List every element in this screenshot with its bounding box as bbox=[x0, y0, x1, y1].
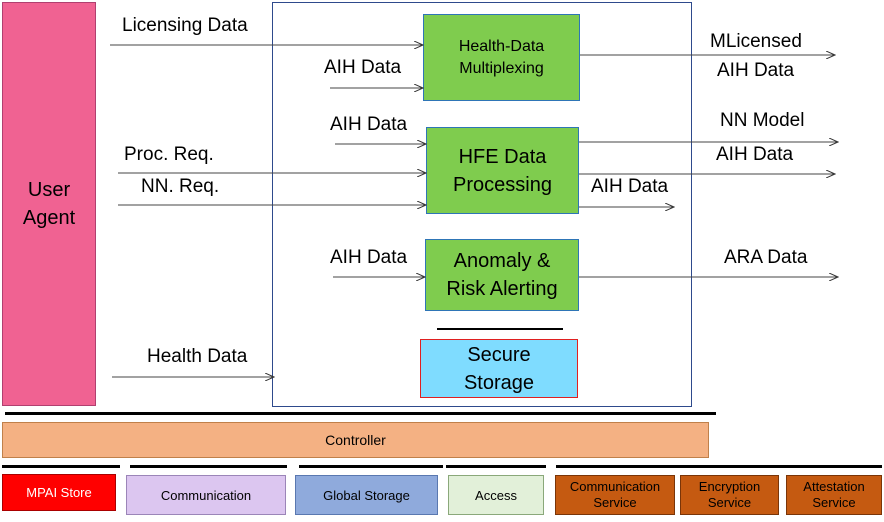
communication-box: Communication bbox=[126, 475, 286, 515]
hfe-data-processing-module: HFE Data Processing bbox=[426, 127, 579, 214]
infra-rule-3 bbox=[299, 465, 443, 468]
infra-rule-5 bbox=[556, 465, 882, 468]
secure-storage-divider bbox=[437, 328, 563, 330]
communication-service-label: Communication Service bbox=[569, 479, 661, 510]
hfe-data-processing-label: HFE Data Processing bbox=[453, 145, 552, 196]
global-storage-box: Global Storage bbox=[295, 475, 438, 515]
nn-model-label: NN Model bbox=[720, 110, 805, 131]
controller-top-rule bbox=[5, 412, 716, 415]
controller-label: Controller bbox=[325, 432, 386, 448]
ara-data-label: ARA Data bbox=[724, 247, 808, 268]
mlicensed-label: MLicensed bbox=[710, 31, 802, 52]
user-agent-block: User Agent bbox=[2, 2, 96, 406]
global-storage-label: Global Storage bbox=[323, 487, 410, 503]
mpai-store-box: MPAI Store bbox=[2, 474, 116, 511]
aih-data-hfe-in-label: AIH Data bbox=[330, 114, 408, 135]
encryption-service-box: Encryption Service bbox=[680, 475, 779, 515]
infra-rule-2 bbox=[130, 465, 287, 468]
health-data-multiplexing-module: Health-Data Multiplexing bbox=[423, 14, 580, 101]
aih-data-hfe-out-label: AIH Data bbox=[716, 144, 794, 165]
health-data-multiplexing-label: Health-Data Multiplexing bbox=[458, 37, 545, 77]
secure-storage-module: Secure Storage bbox=[420, 339, 578, 398]
anomaly-risk-alerting-module: Anomaly & Risk Alerting bbox=[425, 239, 579, 311]
aih-data-mux-in-label: AIH Data bbox=[324, 57, 402, 78]
attestation-service-box: Attestation Service bbox=[786, 475, 882, 515]
attestation-service-label: Attestation Service bbox=[803, 479, 865, 510]
proc-req-label: Proc. Req. bbox=[124, 144, 214, 165]
access-label: Access bbox=[475, 487, 517, 503]
secure-storage-label: Secure Storage bbox=[463, 343, 535, 394]
controller-bar: Controller bbox=[2, 422, 709, 458]
encryption-service-label: Encryption Service bbox=[698, 479, 761, 510]
access-box: Access bbox=[448, 475, 544, 515]
communication-label: Communication bbox=[160, 487, 252, 503]
infra-rule-1 bbox=[2, 465, 120, 468]
infra-rule-4 bbox=[446, 465, 546, 468]
aih-data-mux-out-label: AIH Data bbox=[717, 60, 795, 81]
licensing-data-label: Licensing Data bbox=[122, 15, 248, 36]
health-data-label: Health Data bbox=[147, 346, 248, 367]
user-agent-label: User Agent bbox=[22, 179, 76, 229]
anomaly-risk-alerting-label: Anomaly & Risk Alerting bbox=[446, 250, 558, 300]
nn-req-label: NN. Req. bbox=[141, 176, 220, 197]
aih-data-anomaly-in-label: AIH Data bbox=[330, 247, 408, 268]
mpai-store-label: MPAI Store bbox=[26, 485, 92, 500]
communication-service-box: Communication Service bbox=[555, 475, 675, 515]
aih-data-internal-out-label: AIH Data bbox=[591, 176, 669, 197]
